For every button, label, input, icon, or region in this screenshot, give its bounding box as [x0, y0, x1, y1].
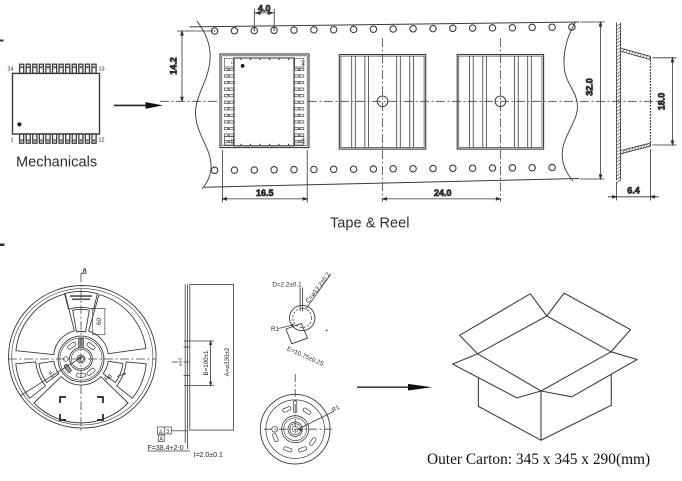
- svg-text:16.5: 16.5: [256, 188, 274, 198]
- svg-text:⌀13: ⌀13: [178, 358, 183, 366]
- svg-text:∆: ∆: [159, 429, 163, 435]
- svg-text:A: A: [160, 437, 164, 443]
- svg-text:A: A: [83, 269, 88, 275]
- svg-text:Outer Carton: 345 x 345 x 290(: Outer Carton: 345 x 345 x 290(mm): [427, 451, 650, 468]
- svg-text:R6: R6: [104, 373, 114, 383]
- svg-text:3: 3: [166, 429, 169, 435]
- svg-text:R1: R1: [271, 326, 280, 333]
- svg-text:R1: R1: [47, 371, 56, 380]
- svg-text:12: 12: [229, 139, 235, 145]
- svg-text:Tape & Reel: Tape & Reel: [330, 216, 410, 232]
- svg-text:4.0: 4.0: [258, 3, 271, 13]
- svg-text:60: 60: [96, 318, 103, 326]
- svg-text:18.0: 18.0: [657, 93, 667, 111]
- svg-text:13: 13: [99, 67, 105, 73]
- svg-text:6.4: 6.4: [627, 186, 640, 196]
- svg-text:I=2.0±0.1: I=2.0±0.1: [194, 452, 223, 459]
- svg-text:R1: R1: [331, 405, 341, 414]
- svg-text:24: 24: [299, 60, 305, 66]
- svg-text:B=100±1: B=100±1: [203, 350, 210, 375]
- svg-text:13: 13: [300, 138, 306, 144]
- svg-text:F=38.4+2-0: F=38.4+2-0: [148, 445, 184, 452]
- svg-text:12: 12: [99, 138, 105, 144]
- svg-text:1: 1: [229, 62, 235, 65]
- svg-text:A=⌀330±2: A=⌀330±2: [224, 347, 231, 376]
- svg-text:24.0: 24.0: [434, 188, 452, 198]
- svg-text:1: 1: [10, 138, 13, 144]
- svg-text:Mechanicals: Mechanicals: [16, 155, 97, 171]
- svg-text:32.0: 32.0: [585, 78, 595, 96]
- svg-text:14.2: 14.2: [169, 57, 179, 75]
- svg-text:D=2.2±0.1: D=2.2±0.1: [272, 281, 302, 288]
- svg-text:24: 24: [7, 67, 13, 73]
